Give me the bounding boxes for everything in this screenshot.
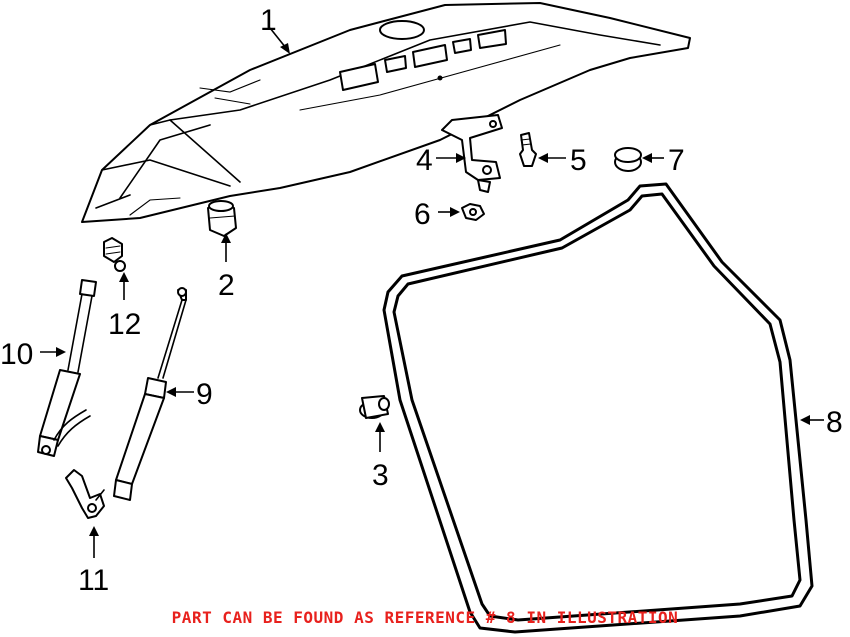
leader-arrows — [40, 27, 824, 558]
callout-4: 4 — [416, 144, 433, 177]
callout-10: 10 — [0, 338, 33, 371]
pin-bumper — [359, 395, 390, 419]
callout-1: 1 — [260, 4, 277, 37]
callout-5: 5 — [570, 144, 587, 177]
reference-note: PART CAN BE FOUND AS REFERENCE # 8 IN IL… — [171, 608, 679, 627]
callout-11: 11 — [78, 564, 109, 597]
ball-stud — [103, 237, 126, 272]
cap-plug — [614, 147, 642, 172]
callout-7: 7 — [668, 144, 685, 177]
callout-6: 6 — [414, 198, 431, 231]
callout-9: 9 — [196, 378, 213, 411]
weatherstrip-seal — [382, 182, 814, 634]
callout-3: 3 — [372, 459, 389, 492]
callout-8: 8 — [826, 406, 843, 439]
nut — [461, 203, 485, 221]
bolt — [519, 132, 537, 167]
callout-2: 2 — [218, 269, 235, 302]
liftgate-panel — [81, 2, 691, 223]
gas-strut-left — [37, 279, 97, 457]
bumper-stop — [207, 200, 237, 237]
hinge — [441, 114, 503, 193]
callout-12: 12 — [108, 308, 141, 341]
gas-strut-right — [113, 287, 187, 501]
strut-bracket — [65, 469, 105, 519]
callout-labels: 1 2 3 4 5 6 7 8 9 10 11 12 — [0, 4, 843, 597]
